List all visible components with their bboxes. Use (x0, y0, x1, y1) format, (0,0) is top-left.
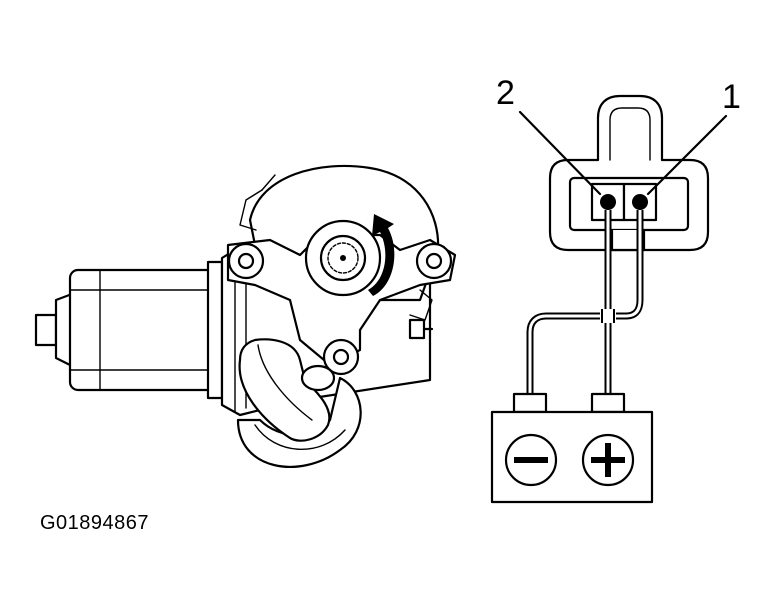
battery (490, 392, 654, 504)
pin-2-leader-line (518, 110, 602, 196)
wiper-motor-connector (548, 94, 710, 252)
battery-negative-post (512, 392, 548, 414)
mounting-boss-left (227, 242, 265, 280)
battery-positive-post (590, 392, 626, 414)
mounting-boss-right (415, 242, 453, 280)
positive-terminal-icon (581, 433, 635, 487)
rotation-arrow-icon (368, 214, 395, 296)
housing-tab (408, 318, 434, 340)
pin-1-leader-line (646, 114, 728, 196)
pin-labels: 2 1 (496, 74, 741, 196)
figure-id: G01894867 (40, 512, 150, 534)
cable-outlet-elbow (238, 338, 336, 442)
pin-label-2: 2 (496, 74, 515, 112)
pin-1-terminal (632, 194, 648, 210)
pin-label-1: 1 (722, 78, 741, 116)
motor-end-cap (34, 292, 74, 368)
mounting-boss-bottom (322, 338, 360, 376)
pin-2-terminal (600, 194, 616, 210)
motor-housing (68, 260, 224, 400)
wiper-motor (34, 164, 457, 468)
output-shaft (304, 219, 382, 297)
jumper-wires (526, 210, 644, 395)
negative-terminal-icon (504, 433, 558, 487)
